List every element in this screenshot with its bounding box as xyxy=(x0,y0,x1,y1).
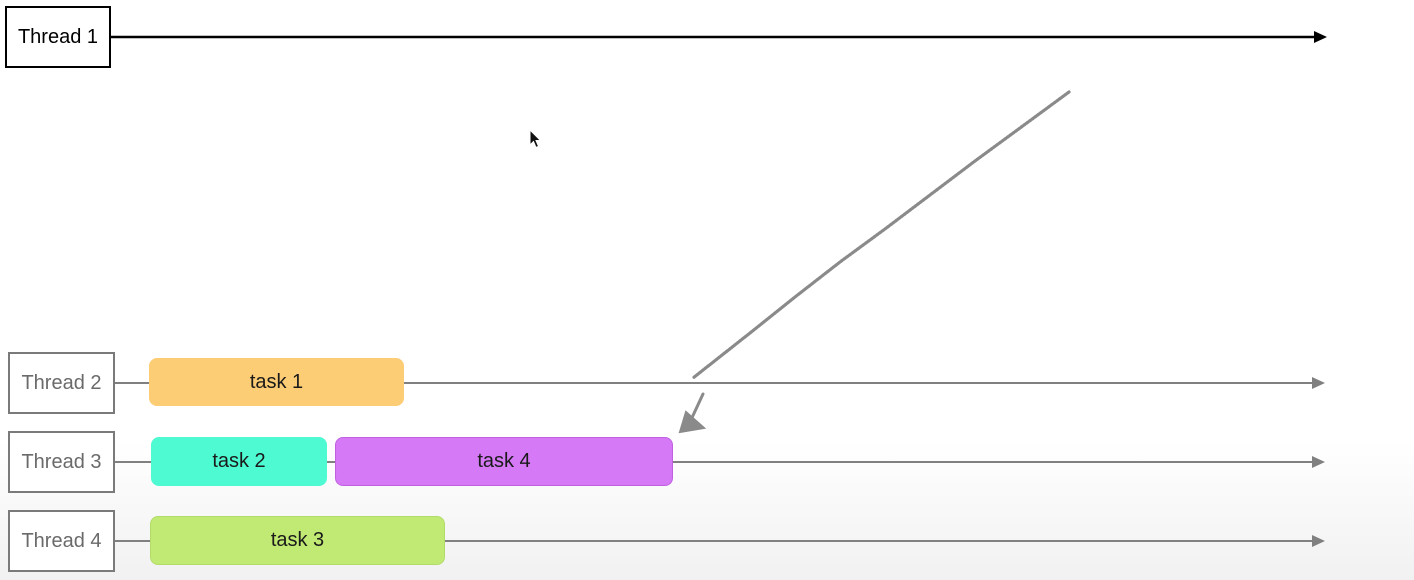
thread-2-label: Thread 2 xyxy=(8,352,115,414)
task-2-block: task 2 xyxy=(151,437,327,486)
task-3-block: task 3 xyxy=(150,516,445,565)
task-1-block: task 1 xyxy=(149,358,404,406)
thread-3-label: Thread 3 xyxy=(8,431,115,493)
thread-1-label: Thread 1 xyxy=(5,6,111,68)
task-4-block: task 4 xyxy=(335,437,673,486)
mouse-cursor-icon xyxy=(529,128,542,149)
hand-drawn-arrow xyxy=(678,90,1071,434)
thread-1-timeline-arrow xyxy=(111,31,1327,43)
thread-4-label: Thread 4 xyxy=(8,510,115,572)
